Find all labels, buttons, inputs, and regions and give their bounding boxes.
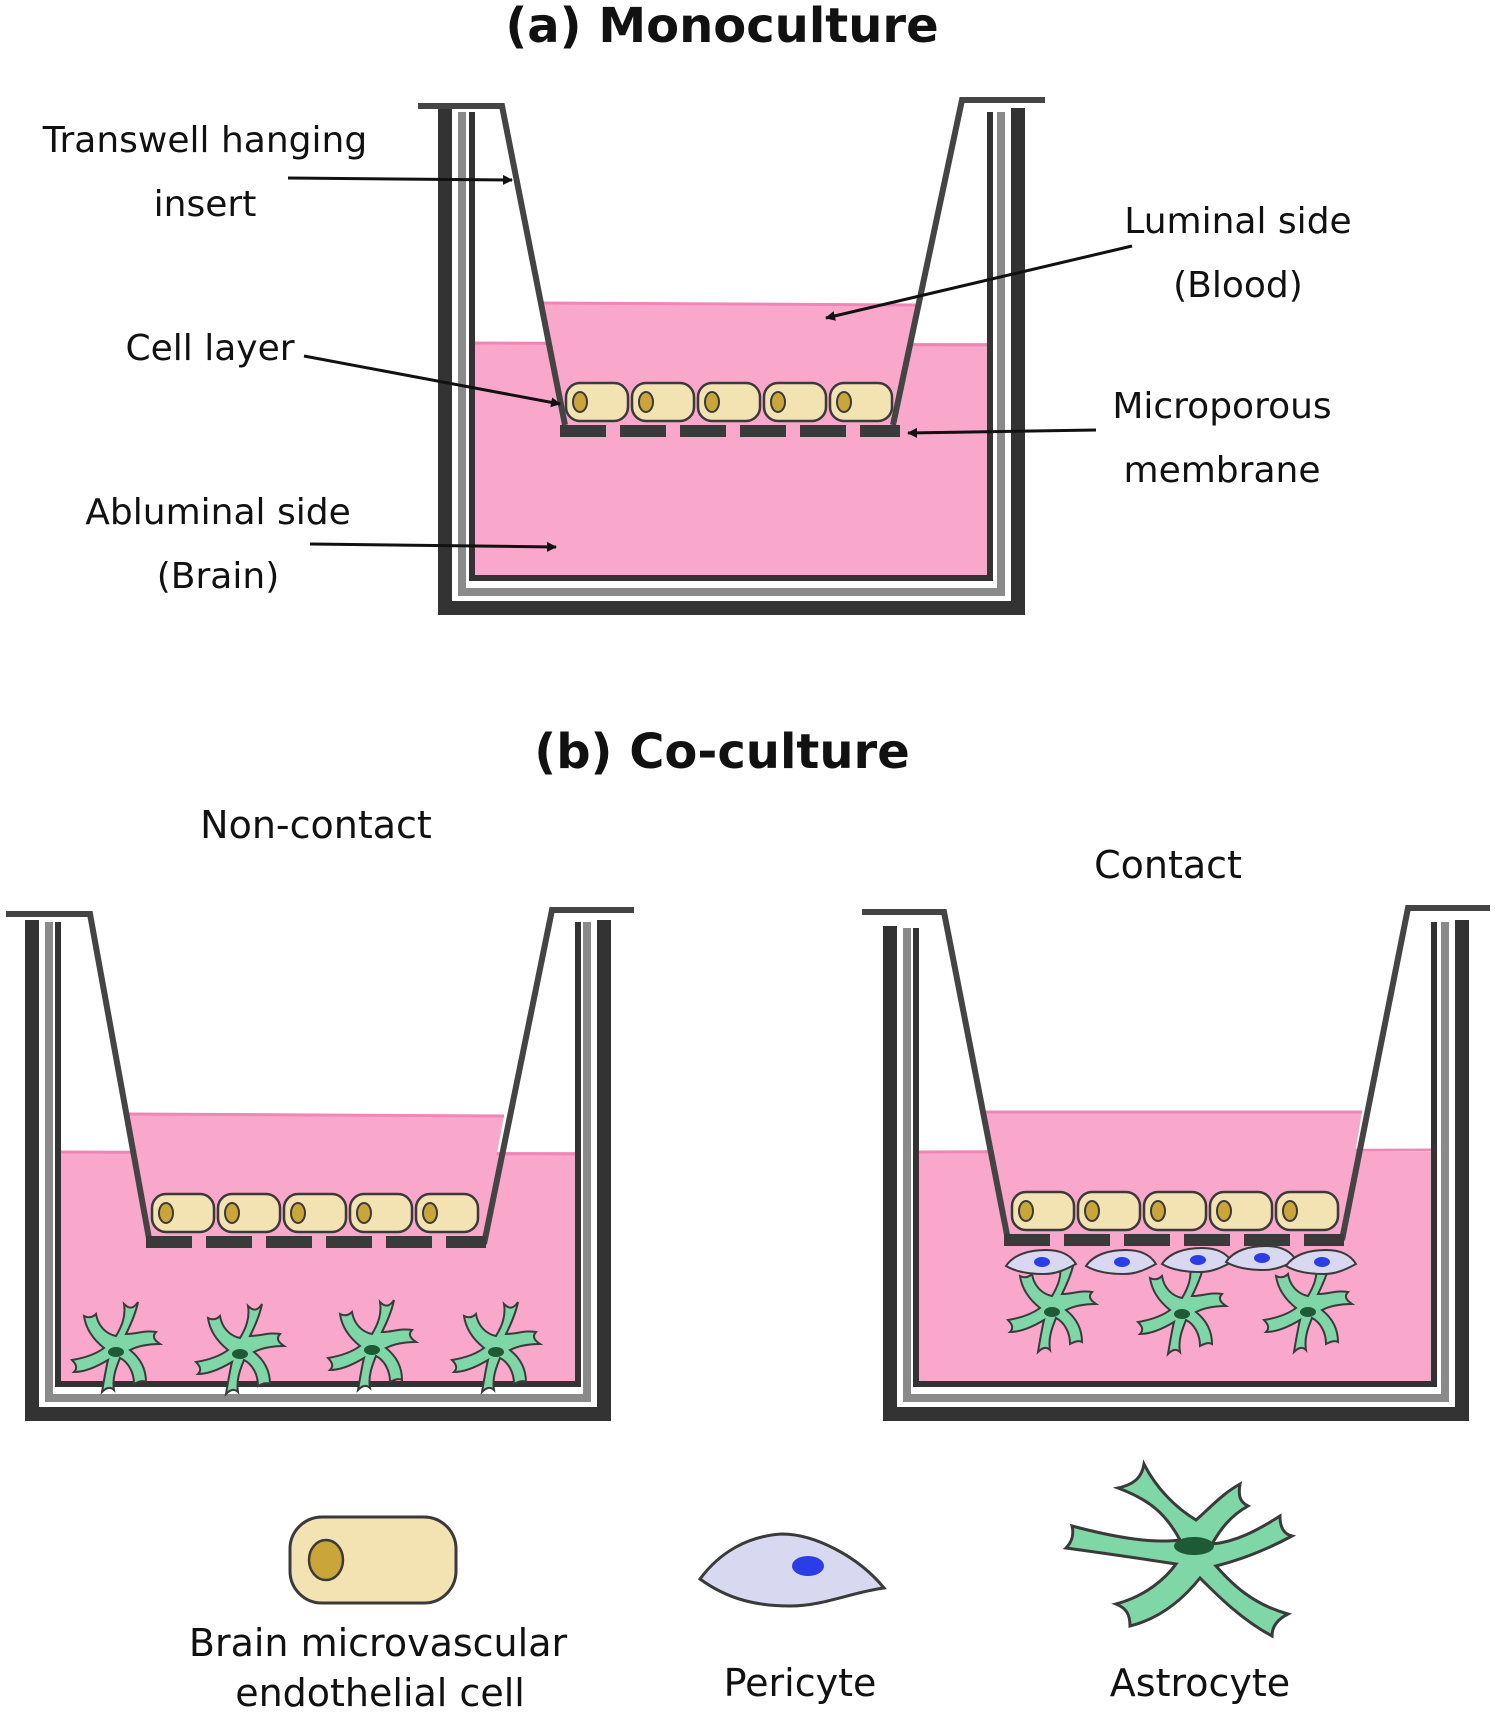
- panel-b-title: (b) Co-culture: [534, 724, 910, 780]
- legend-endothelial-1: Brain microvascular: [189, 1621, 568, 1665]
- label-abluminal-1: Abluminal side: [85, 492, 350, 533]
- label-abluminal-2: (Brain): [157, 556, 279, 597]
- culture-well-icon: [25, 920, 611, 1421]
- label-luminal-1: Luminal side: [1124, 201, 1351, 242]
- pericyte-icon: [697, 1532, 887, 1608]
- panel-a-title: (a) Monoculture: [505, 0, 938, 54]
- microporous-membrane: [560, 425, 900, 437]
- label-luminal-2: (Blood): [1173, 265, 1303, 306]
- label-non-contact: Non-contact: [200, 803, 432, 847]
- label-cell-layer: Cell layer: [125, 328, 294, 369]
- label-membrane-2: membrane: [1124, 450, 1321, 491]
- arrow-icon: [825, 244, 1133, 321]
- transwell-insert-icon: [418, 103, 568, 426]
- legend-astrocyte: Astrocyte: [1110, 1661, 1290, 1705]
- arrow-icon: [907, 427, 1097, 438]
- legend-endothelial-2: endothelial cell: [235, 1671, 525, 1713]
- arrow-icon: [303, 354, 561, 408]
- cell-layer: [564, 381, 894, 423]
- label-membrane-1: Microporous: [1112, 386, 1331, 427]
- contact-cell-layer: [1010, 1190, 1340, 1232]
- legend: Brain microvascular endothelial cell Per…: [189, 1459, 1297, 1713]
- culture-well-icon: [438, 108, 1025, 615]
- legend-pericyte: Pericyte: [724, 1661, 877, 1705]
- contact-well: [862, 905, 1490, 1421]
- label-insert-1: Transwell hanging: [42, 120, 367, 161]
- culture-well-icon: [883, 920, 1469, 1421]
- non-contact-cell-layer: [150, 1192, 480, 1234]
- transwell-insert-icon: [6, 911, 153, 1245]
- panel-a-insert: [418, 97, 1045, 437]
- astrocyte-icon: [1062, 1459, 1297, 1639]
- arrow-icon: [309, 541, 557, 552]
- endothelial-cell-icon: [288, 1515, 458, 1605]
- arrow-icon: [287, 174, 513, 185]
- label-insert-2: insert: [154, 184, 257, 225]
- label-contact: Contact: [1094, 843, 1242, 887]
- non-contact-well: [6, 907, 634, 1421]
- transwell-insert-icon: [862, 909, 1011, 1241]
